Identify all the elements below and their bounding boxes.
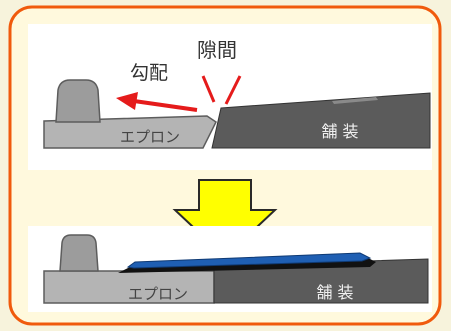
apron-slab-before [43, 115, 217, 149]
pavement-label-after: 舗 装 [316, 283, 353, 302]
slope-arrow-shaft [133, 99, 198, 112]
gap-indicator-line-right [224, 75, 242, 105]
apron-label-before: エプロン [120, 128, 180, 146]
after-cross-section [43, 234, 429, 304]
before-cross-section [43, 79, 431, 149]
pavement-surface-detail [332, 97, 378, 104]
pavement-slab-before [211, 92, 431, 149]
gap-label: 隙間 [197, 38, 237, 62]
curb-block-before [55, 79, 101, 123]
curb-block-after [59, 234, 99, 272]
apron-slab-after [43, 270, 215, 304]
apron-label-after: エプロン [128, 285, 188, 303]
pavement-label-before: 舗 装 [321, 122, 358, 141]
overlay-blue-layer [126, 252, 372, 269]
slope-label: 勾配 [130, 62, 168, 84]
gap-indicator-line-left [201, 75, 216, 103]
slope-arrow-head [116, 92, 138, 110]
